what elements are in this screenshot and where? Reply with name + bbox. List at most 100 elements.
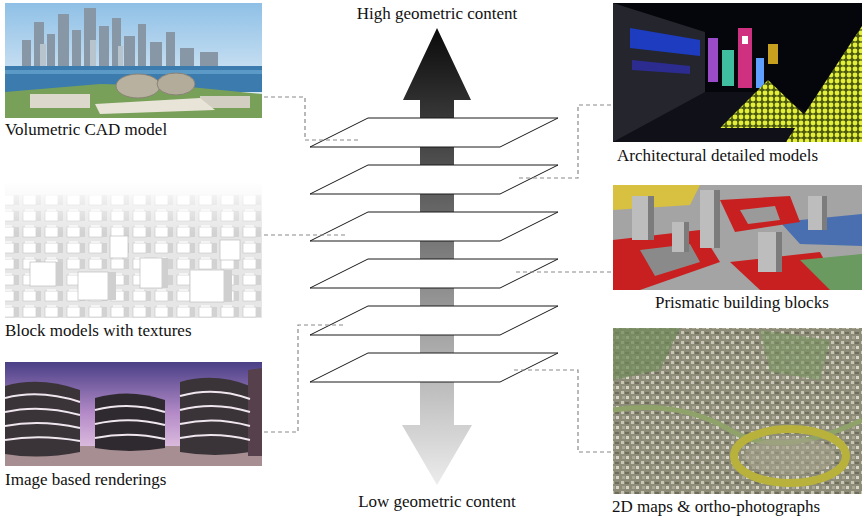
- ortho-map-image-part: [613, 328, 862, 494]
- level-plane-part: [310, 259, 558, 288]
- panorama-image-part: [5, 382, 80, 457]
- cad-city-image-part-part: [22, 40, 31, 70]
- night-street-image-part: [722, 50, 734, 86]
- prismatic-blocks-image-part: [720, 196, 800, 232]
- panorama-image-part-part: [5, 409, 80, 415]
- image-caption: Image based renderings: [5, 470, 166, 490]
- prismatic-blocks-image-part: [648, 190, 827, 272]
- panorama-image-part-part: [5, 423, 80, 428]
- prismatic-blocks-image-part-part: [822, 196, 827, 230]
- block-city-image: [5, 183, 262, 318]
- block-city-image-part-part: [162, 258, 168, 288]
- block-city-image-part: [5, 183, 262, 318]
- prismatic-blocks-image-part-part: [684, 222, 689, 252]
- cad-city-image-part: [5, 70, 262, 74]
- prismatic-blocks-image-part-part: [776, 232, 782, 272]
- leader-line-part: [512, 370, 611, 452]
- ortho-map-image-part: [613, 328, 680, 380]
- panorama-image-part: [5, 392, 250, 441]
- block-city-image-part-part: [30, 262, 56, 286]
- night-street-image: [613, 3, 862, 142]
- panorama-image: [5, 362, 262, 466]
- cad-city-image-part: [40, 40, 123, 70]
- panorama-image-part: [95, 393, 165, 451]
- image-caption: 2D maps & ortho-photographs: [612, 497, 820, 517]
- ortho-map-image-part: [744, 437, 836, 475]
- night-street-image-part: [708, 38, 718, 82]
- prismatic-blocks-image-part-part: [808, 196, 822, 230]
- night-street-image-part: [632, 60, 690, 74]
- cad-city-image-part: [5, 3, 262, 118]
- level-plane-part: [310, 118, 558, 147]
- leader-line: [264, 97, 611, 452]
- leader-line-part: [518, 105, 611, 178]
- block-city-image-part-part: [220, 240, 240, 260]
- panorama-image-part-part: [95, 406, 165, 412]
- night-street-image-part: [630, 28, 700, 56]
- cad-city-image-part: [95, 98, 215, 114]
- level-plane: [310, 118, 558, 382]
- night-street-image-part: [756, 58, 764, 88]
- block-city-image-part-part: [78, 272, 108, 300]
- panorama-image-part-part: [95, 420, 165, 425]
- axis-label: High geometric content: [357, 4, 518, 24]
- level-plane-part: [310, 353, 558, 382]
- ortho-map-image-part: [734, 429, 846, 483]
- prismatic-blocks-image-part: [613, 185, 700, 210]
- prismatic-blocks-image-part-part: [672, 222, 684, 252]
- cad-city-image-part: [22, 8, 218, 70]
- panorama-image-part-part: [180, 420, 250, 426]
- geometry-arrow-part: [402, 28, 472, 485]
- panorama-image-part-part: [180, 435, 250, 440]
- prismatic-blocks-image-part-part: [648, 196, 654, 240]
- level-plane-part: [310, 165, 558, 194]
- image-caption: Volumetric CAD model: [5, 120, 167, 140]
- prismatic-blocks-image: [613, 185, 862, 290]
- panorama-image-part: [180, 378, 250, 455]
- leader-line-part: [515, 271, 611, 272]
- image-caption: Architectural detailed models: [617, 146, 818, 166]
- geometry-arrow: [402, 28, 472, 485]
- cad-city-image-part: [30, 94, 90, 108]
- cad-city-image-part-part: [166, 32, 175, 70]
- image-caption: Prismatic building blocks: [655, 293, 829, 313]
- level-plane-part: [310, 306, 558, 335]
- panorama-image-part-part: [180, 392, 250, 399]
- axis-label: Low geometric content: [358, 492, 516, 512]
- prismatic-blocks-image-part-part: [758, 232, 776, 272]
- prismatic-blocks-image-part-part: [700, 190, 714, 248]
- night-street-image-part: [768, 44, 778, 64]
- ortho-map-image-part: [760, 330, 830, 380]
- panorama-image-part: [5, 362, 262, 466]
- cad-city-image: [5, 3, 262, 118]
- cad-city-image-part-part: [99, 26, 109, 70]
- panorama-image-part-part: [180, 406, 250, 412]
- panorama-image-part-part: [5, 394, 80, 402]
- cad-city-image-part-part: [150, 42, 162, 70]
- cad-city-image-part: [157, 73, 195, 95]
- prismatic-blocks-image-part-part: [632, 196, 648, 240]
- block-city-image-part-part: [140, 258, 162, 288]
- panorama-image-part: [248, 368, 262, 456]
- cad-city-image-part-part: [58, 14, 69, 70]
- leader-line-part: [264, 325, 345, 432]
- cad-city-image-part-part: [47, 34, 55, 70]
- prismatic-blocks-image-part-part: [714, 190, 720, 248]
- panorama-image-part-part: [95, 435, 165, 439]
- leader-line-part: [264, 234, 345, 235]
- ortho-map-image: [613, 328, 862, 494]
- block-city-image-part: [5, 183, 262, 233]
- level-plane-part: [310, 212, 558, 241]
- night-street-image-part: [742, 36, 748, 44]
- cad-city-image-part-part: [124, 36, 135, 70]
- block-city-image-part-part: [190, 270, 224, 302]
- cad-city-image-part-part: [138, 24, 146, 70]
- prismatic-blocks-image-part: [800, 254, 862, 290]
- cad-city-image-part-part: [84, 8, 96, 70]
- cad-city-image-part: [116, 74, 160, 98]
- block-city-image-part-part: [224, 270, 232, 302]
- block-city-image-part: [30, 236, 240, 302]
